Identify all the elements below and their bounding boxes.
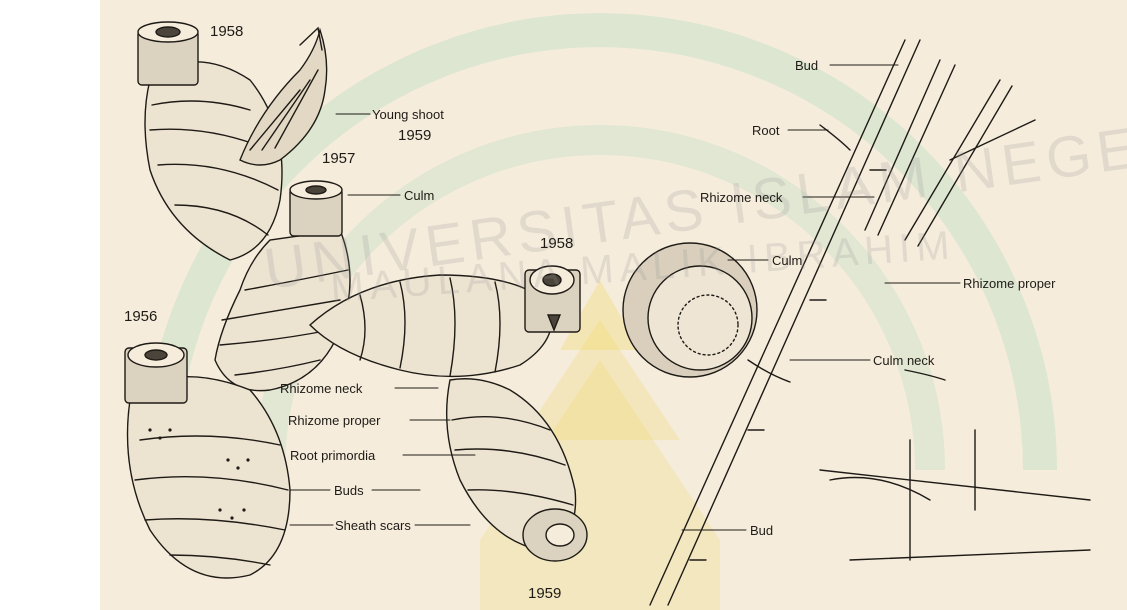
label-rhizome-neck-left: Rhizome neck [280, 381, 362, 396]
label-young-shoot: Young shoot [372, 107, 444, 122]
label-rhizome-neck-right: Rhizome neck [700, 190, 782, 205]
label-culm-left: Culm [404, 188, 434, 203]
year-1957: 1957 [322, 150, 355, 167]
label-culm-neck: Culm neck [873, 353, 934, 368]
year-1959-shoot: 1959 [398, 127, 431, 144]
label-bud-bottom: Bud [750, 523, 773, 538]
label-root: Root [752, 123, 779, 138]
label-buds: Buds [334, 483, 364, 498]
year-1956: 1956 [124, 308, 157, 325]
label-culm-right: Culm [772, 253, 802, 268]
label-rhizome-proper-right: Rhizome proper [963, 276, 1056, 291]
year-1958-top: 1958 [210, 23, 243, 40]
label-bud-top: Bud [795, 58, 818, 73]
year-1958-right: 1958 [540, 235, 573, 252]
label-root-primordia: Root primordia [290, 448, 375, 463]
year-1959-bottom: 1959 [528, 585, 561, 602]
label-sheath-scars: Sheath scars [335, 518, 411, 533]
label-rhizome-proper-left: Rhizome proper [288, 413, 381, 428]
